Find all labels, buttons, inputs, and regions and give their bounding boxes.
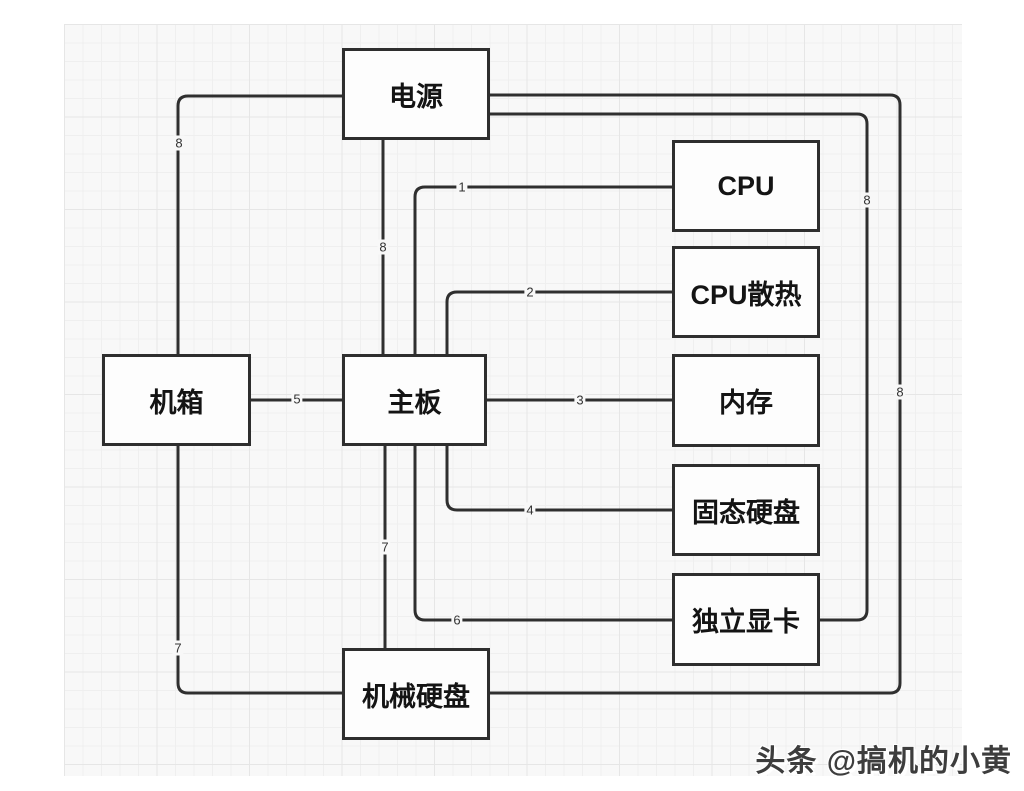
edge-motherboard-gpu xyxy=(413,446,672,622)
edge-label-case-hdd: 7 xyxy=(172,640,184,656)
edge-label-case-mb: 5 xyxy=(291,391,303,407)
edge-label-power-gpu: 8 xyxy=(861,192,873,208)
node-cpu-cooler: CPU散热 xyxy=(672,246,820,338)
edge-label-power-mb: 8 xyxy=(377,239,389,255)
edge-label-power-case: 8 xyxy=(173,135,185,151)
edge-label-mb-ssd: 4 xyxy=(524,502,536,518)
node-cpu: CPU xyxy=(672,140,820,232)
edge-label-mb-cooler: 2 xyxy=(524,284,536,300)
node-hdd: 机械硬盘 xyxy=(342,648,490,740)
edge-label-power-hdd: 8 xyxy=(894,384,906,400)
node-gpu-label: 独立显卡 xyxy=(692,607,800,637)
node-motherboard-label: 主板 xyxy=(387,387,442,418)
watermark: 头条 @搞机的小黄 xyxy=(755,745,1012,778)
edge-motherboard-ssd xyxy=(445,446,672,512)
node-case-label: 机箱 xyxy=(149,387,204,418)
edge-case-hdd xyxy=(176,446,342,695)
node-case: 机箱 xyxy=(102,354,251,446)
node-power-supply: 电源 xyxy=(342,48,490,140)
node-memory-label: 内存 xyxy=(719,388,773,418)
node-cpu-label: CPU xyxy=(717,170,775,201)
edge-label-mb-hdd: 7 xyxy=(379,539,391,555)
node-cpu-cooler-label: CPU散热 xyxy=(690,279,802,310)
edge-label-mb-memory: 3 xyxy=(574,392,586,408)
edge-power-case xyxy=(176,94,342,354)
edge-label-mb-gpu: 6 xyxy=(451,612,463,628)
edge-motherboard-cpu xyxy=(413,185,672,354)
node-gpu: 独立显卡 xyxy=(672,573,820,666)
node-ssd-label: 固态硬盘 xyxy=(692,497,800,528)
node-hdd-label: 机械硬盘 xyxy=(362,681,470,712)
node-motherboard: 主板 xyxy=(342,354,487,446)
node-ssd: 固态硬盘 xyxy=(672,464,820,556)
edge-label-mb-cpu: 1 xyxy=(456,179,468,195)
node-power-supply-label: 电源 xyxy=(389,81,443,112)
edge-motherboard-cooler xyxy=(445,290,672,354)
edge-power-gpu xyxy=(490,112,869,622)
node-memory: 内存 xyxy=(672,354,820,447)
